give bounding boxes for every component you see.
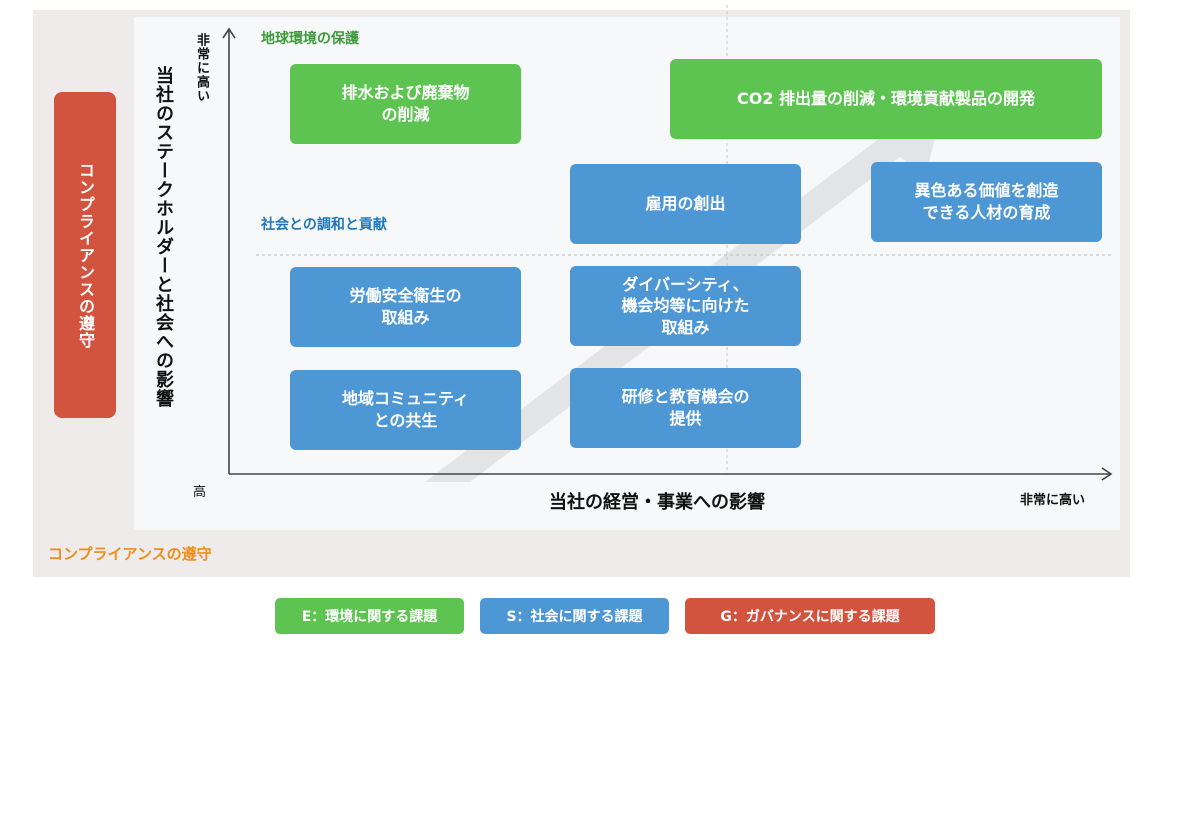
y-axis-label: 当社のステークホルダーと社会への影響 [153, 66, 174, 408]
x-axis-high-label: 非常に高い [1020, 493, 1086, 508]
legend-environment: E：環境に関する課題 [275, 598, 464, 634]
legend-governance: G：ガバナンスに関する課題 [685, 598, 935, 634]
section-society-title: 社会との調和と貢献 [261, 217, 387, 233]
y-axis-low-label: 高 [193, 485, 207, 500]
issue-wastewater-reduction: 排水および廃棄物 の削減 [290, 64, 521, 144]
issue-diversity: ダイバーシティ、 機会均等に向けた 取組み [570, 266, 801, 346]
x-axis-label: 当社の経営・事業への影響 [549, 492, 765, 513]
issue-co2-reduction: CO2 排出量の削減・環境貢献製品の開発 [670, 59, 1102, 139]
issue-occupational-safety: 労働安全衛生の 取組み [290, 267, 521, 347]
compliance-pill: コンプライアンスの遵守 [54, 92, 116, 418]
compliance-pill-label: コンプライアンスの遵守 [76, 161, 95, 349]
issue-training-education: 研修と教育機会の 提供 [570, 368, 801, 448]
section-environment-title: 地球環境の保護 [261, 31, 359, 47]
y-axis-high-label: 非常に高い [194, 33, 209, 103]
issue-job-creation: 雇用の創出 [570, 164, 801, 244]
section-compliance-title: コンプライアンスの遵守 [48, 545, 212, 563]
legend-social: S：社会に関する課題 [480, 598, 669, 634]
issue-talent-development: 異色ある価値を創造 できる人材の育成 [871, 162, 1102, 242]
issue-community-coexistence: 地域コミュニティ との共生 [290, 370, 521, 450]
